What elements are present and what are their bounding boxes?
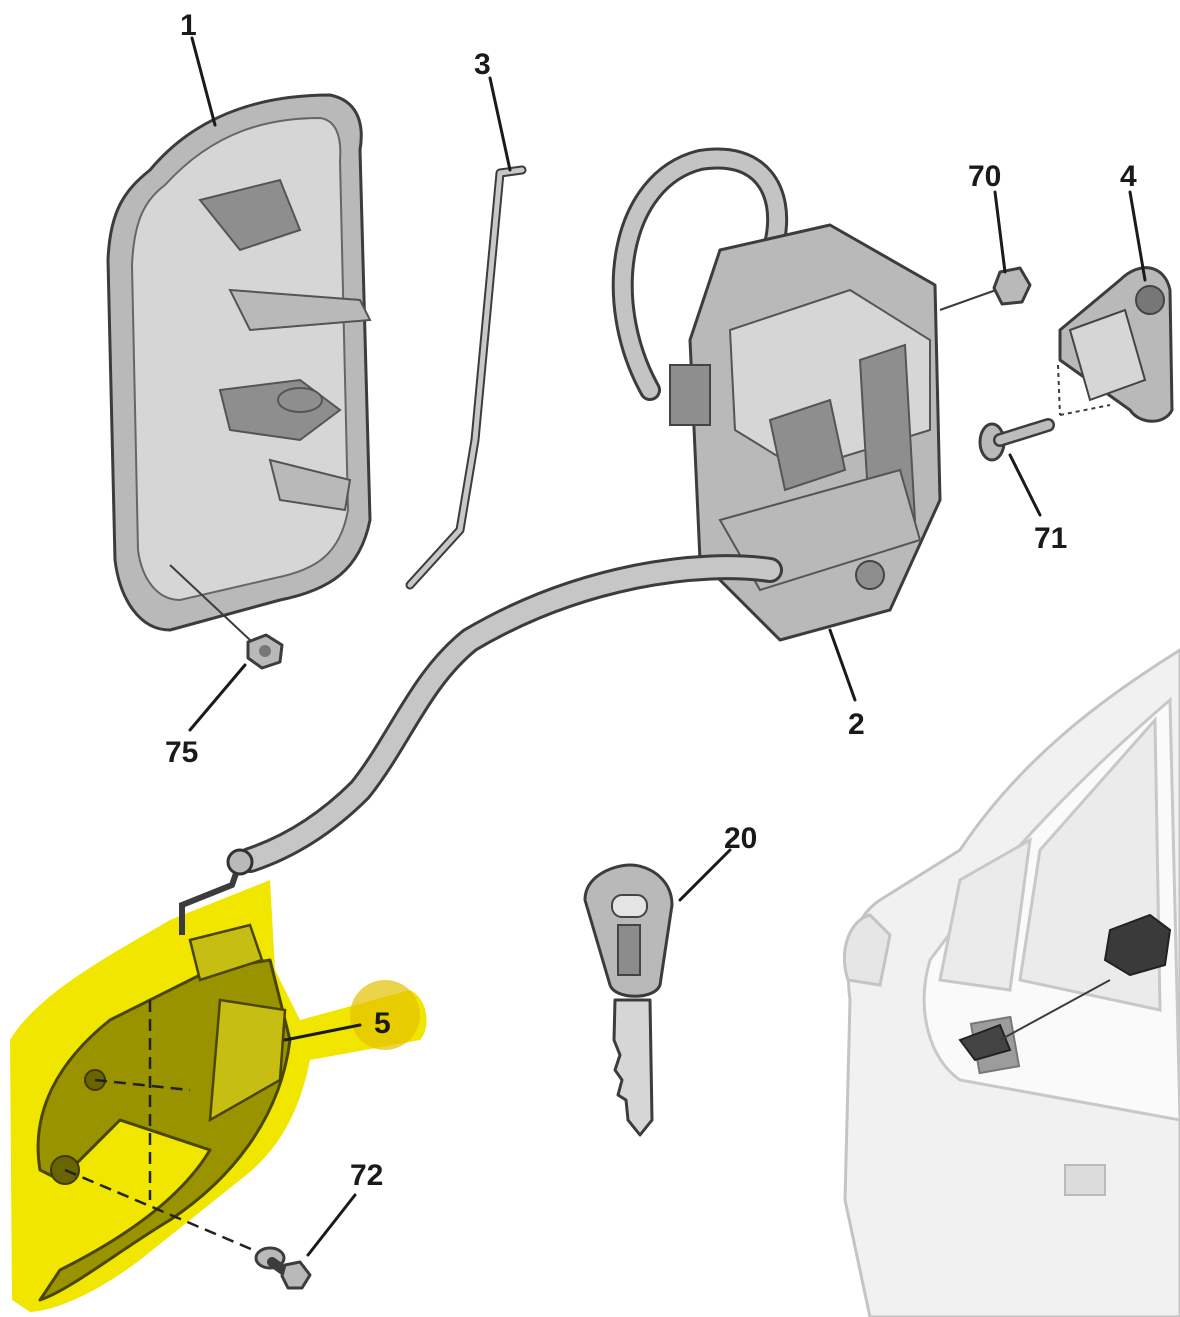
callout-71: 71 xyxy=(1034,522,1067,555)
part-4-striker-bracket xyxy=(1057,266,1174,423)
callout-20: 20 xyxy=(724,822,757,855)
assembly-dashed-lines xyxy=(64,1000,266,1257)
part-70-screw xyxy=(939,266,1032,311)
part-2-lock-mechanism xyxy=(237,147,942,873)
part-1-outer-handle-housing xyxy=(106,93,372,641)
part-71-screw xyxy=(978,418,1055,462)
leader-lines xyxy=(188,36,1147,1257)
part-3-connecting-rod xyxy=(405,165,527,590)
callout-2: 2 xyxy=(848,708,865,741)
part-75-nut xyxy=(246,633,284,670)
callout-3: 3 xyxy=(474,48,491,81)
callout-75: 75 xyxy=(165,736,198,769)
part-72-screw xyxy=(254,1246,312,1290)
callout-5: 5 xyxy=(374,1007,391,1040)
callout-4: 4 xyxy=(1120,160,1137,193)
callout-labels: 1 3 70 4 71 2 75 20 5 72 xyxy=(165,9,1137,1192)
part-5-inner-handle-highlighted xyxy=(10,848,427,1312)
callout-1: 1 xyxy=(180,9,197,42)
part-20-key xyxy=(583,863,674,1137)
callout-70: 70 xyxy=(968,160,1001,193)
van-door-illustration xyxy=(843,648,1180,1317)
callout-72: 72 xyxy=(350,1159,383,1192)
